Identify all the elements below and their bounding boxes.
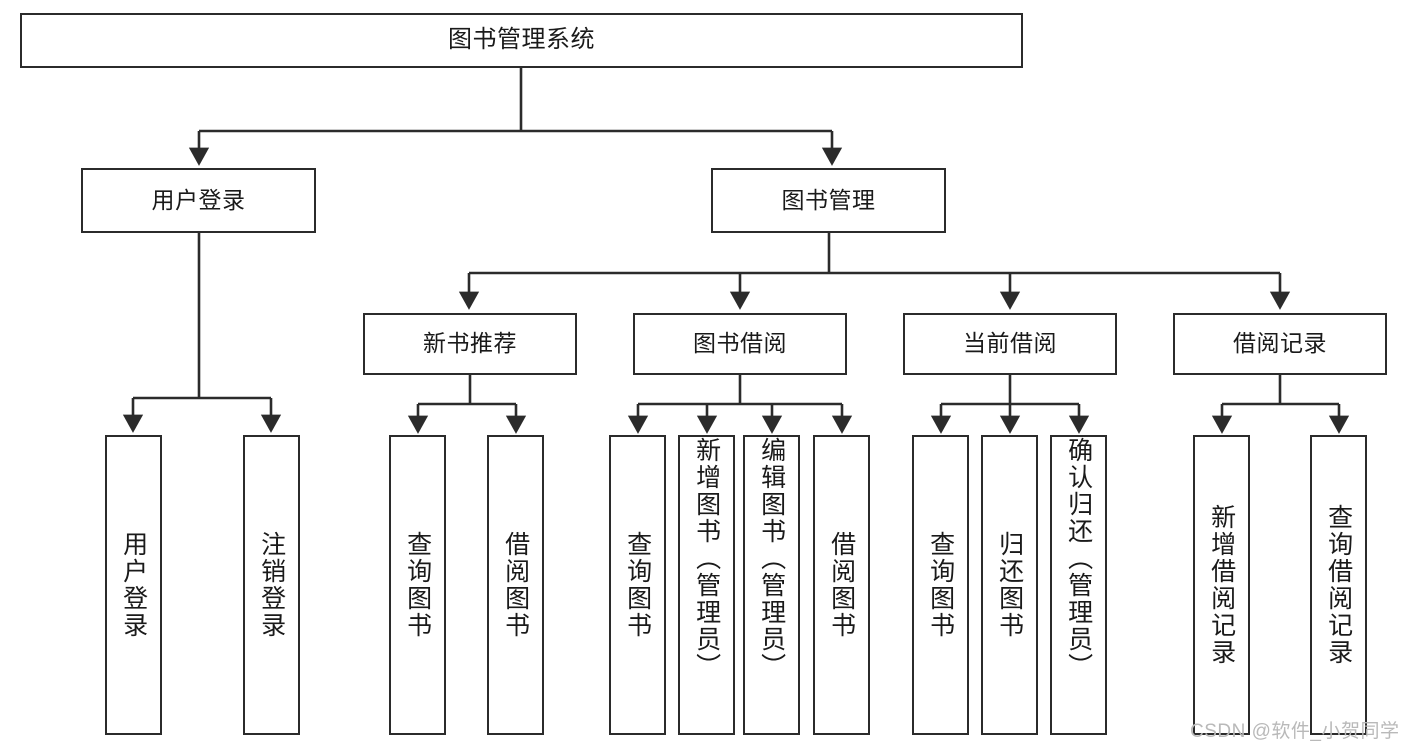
node-label: 图书管理系统 xyxy=(448,26,595,54)
leaf-confirm-return-admin[interactable]: 确认归还（管理员） xyxy=(1050,435,1107,735)
node-label: 注销登录 xyxy=(257,531,286,639)
node-label: 查询图书 xyxy=(403,531,432,639)
leaf-user-login[interactable]: 用户登录 xyxy=(105,435,162,735)
leaf-borrow-book[interactable]: 借阅图书 xyxy=(813,435,870,735)
node-label: 借阅图书 xyxy=(827,531,856,639)
leaf-query-book-current[interactable]: 查询图书 xyxy=(912,435,969,735)
node-label: 图书借阅 xyxy=(693,330,787,357)
node-book-borrow[interactable]: 图书借阅 xyxy=(633,313,847,375)
node-label: 用户登录 xyxy=(151,186,246,213)
node-label: 当前借阅 xyxy=(963,330,1057,357)
node-label: 用户登录 xyxy=(119,531,148,639)
node-label: 查询图书 xyxy=(926,531,955,639)
leaf-query-book-borrow[interactable]: 查询图书 xyxy=(609,435,666,735)
leaf-edit-book-admin[interactable]: 编辑图书（管理员） xyxy=(743,435,800,735)
node-book-management[interactable]: 图书管理 xyxy=(711,168,946,233)
node-label: 新增借阅记录 xyxy=(1207,504,1236,666)
leaf-logout-login[interactable]: 注销登录 xyxy=(243,435,300,735)
node-current-borrow[interactable]: 当前借阅 xyxy=(903,313,1117,375)
csdn-watermark: CSDN @软件_小贺同学 xyxy=(1190,721,1400,742)
node-label: 借阅图书 xyxy=(501,531,530,639)
leaf-return-book[interactable]: 归还图书 xyxy=(981,435,1038,735)
node-label: 确认归还（管理员） xyxy=(1064,437,1093,680)
node-label: 编辑图书（管理员） xyxy=(757,437,786,680)
leaf-add-borrow-record[interactable]: 新增借阅记录 xyxy=(1193,435,1250,735)
leaf-query-book-recommend[interactable]: 查询图书 xyxy=(389,435,446,735)
leaf-query-borrow-record[interactable]: 查询借阅记录 xyxy=(1310,435,1367,735)
node-label: 新书推荐 xyxy=(423,330,517,357)
node-label: 图书管理 xyxy=(781,186,876,213)
node-new-book-recommend[interactable]: 新书推荐 xyxy=(363,313,577,375)
node-label: 查询借阅记录 xyxy=(1324,504,1353,666)
node-label: 借阅记录 xyxy=(1233,330,1327,357)
node-user-login[interactable]: 用户登录 xyxy=(81,168,316,233)
node-borrow-records[interactable]: 借阅记录 xyxy=(1173,313,1387,375)
node-root-system[interactable]: 图书管理系统 xyxy=(20,13,1023,68)
node-label: 归还图书 xyxy=(995,531,1024,639)
node-label: 新增图书（管理员） xyxy=(692,437,721,680)
node-label: 查询图书 xyxy=(623,531,652,639)
leaf-add-book-admin[interactable]: 新增图书（管理员） xyxy=(678,435,735,735)
leaf-borrow-book-recommend[interactable]: 借阅图书 xyxy=(487,435,544,735)
